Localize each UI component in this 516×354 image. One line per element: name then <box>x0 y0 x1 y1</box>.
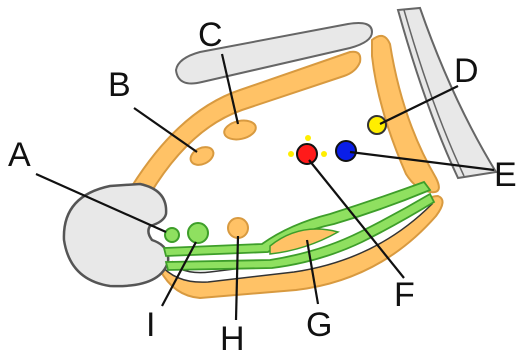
label-a: A <box>8 136 31 174</box>
left-gray-blob <box>64 184 168 286</box>
label-c: C <box>198 16 223 54</box>
circle-i-small <box>165 228 179 242</box>
label-f: F <box>394 276 415 314</box>
blue-dot <box>336 141 356 161</box>
circle-h <box>228 218 248 238</box>
label-h: H <box>220 320 245 354</box>
label-d: D <box>454 52 479 90</box>
label-e: E <box>494 156 516 194</box>
red-dot <box>297 144 317 164</box>
yellow-dot <box>368 116 386 134</box>
label-g: G <box>306 306 332 344</box>
label-i: I <box>146 306 155 344</box>
circle-i <box>188 223 208 243</box>
oval-c <box>222 118 257 142</box>
label-b: B <box>108 66 131 104</box>
